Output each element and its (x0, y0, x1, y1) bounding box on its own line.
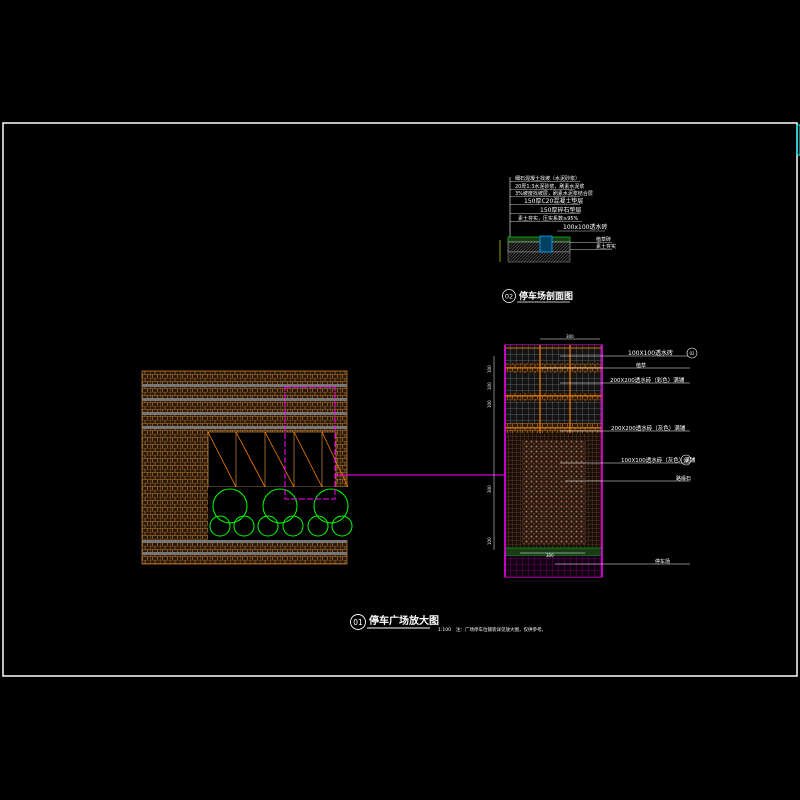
main-title-num: 01 (353, 618, 363, 627)
enlarged-plan: 300 300 100 100 100 300 100 100X100透水砖 0… (487, 334, 698, 578)
site-plan (141, 370, 505, 565)
side-label-1: 植草砖 (596, 236, 611, 243)
callout-1: 植草 (636, 362, 646, 369)
callout-2: 200X200透水砖（彩色）满铺 (610, 376, 685, 384)
zone-gray-1 (505, 373, 602, 393)
shrub (282, 515, 304, 537)
main-title-block: 01 停车广场放大图 1:100 注：广场停车位铺装详见放大图，仅供参考。 (350, 614, 546, 633)
callout-4: 100X100透水砖（灰色）满铺 (621, 456, 696, 464)
zone-top-grid (505, 345, 602, 363)
section-curb (539, 235, 553, 253)
large-tree (262, 488, 298, 524)
paving-band (142, 540, 347, 543)
main-title: 停车广场放大图 (369, 614, 439, 627)
callout-5: 路缘石 (676, 475, 691, 482)
side-label-2: 素土夯实 (596, 243, 616, 250)
dim-left-labels: 100 100 100 300 100 (487, 365, 492, 545)
callout-bottom: 停车场 (655, 558, 670, 565)
callout-mid-badge (680, 454, 692, 466)
enlarge-boundary (284, 386, 336, 500)
dim-left-5: 100 (487, 537, 492, 545)
main-title-note: 注：广场停车位铺装详见放大图，仅供参考。 (456, 626, 546, 633)
zone-dots (522, 440, 586, 545)
shrub (307, 515, 329, 537)
dim-left-2: 100 (487, 382, 492, 390)
section-detail: 细石混凝土找坡（水泥砂浆） 20厚1:3水泥砂浆，刷素水泥浆 3%坡度找坡层，刷… (499, 175, 616, 303)
zone-gray-2 (505, 401, 602, 423)
paving-band (142, 426, 347, 429)
callouts: 100X100透水砖 02 植草 200X200透水砖（彩色）满铺 200X20… (540, 347, 698, 565)
tree-symbols (209, 488, 353, 537)
layer-label-4: 150厚C20混凝土垫层 (524, 197, 583, 205)
shrub (233, 515, 255, 537)
callout-mid-ref: 02 (683, 458, 689, 463)
zone-pave-2 (505, 393, 602, 401)
large-tree (313, 488, 349, 524)
dim-top: 300 (566, 334, 574, 339)
shrub (257, 515, 279, 537)
layer-label-3: 3%坡度找坡层，刷素水泥浆结合层 (515, 190, 593, 197)
layer-label-5: 150厚碎石垫层 (540, 206, 581, 214)
section-soil-layer (507, 251, 571, 263)
dim-bottom: 300 (546, 553, 554, 558)
layer-label-6: 素土夯实，压实系数≥95% (518, 215, 579, 222)
zone-bottom-grid (505, 556, 602, 577)
section-base-layer (507, 241, 571, 253)
shrub (331, 515, 353, 537)
main-title-badge (350, 614, 366, 630)
parking-area (207, 431, 337, 488)
dim-left-1: 100 (487, 365, 492, 373)
layer-label-2: 20厚1:3水泥砂浆，刷素水泥浆 (515, 183, 584, 190)
section-title: 停车场剖面图 (519, 290, 573, 302)
callout-top-badge (686, 347, 698, 359)
main-title-scale: 1:100 (438, 627, 451, 633)
dim-left-4: 300 (487, 485, 492, 493)
edge-label: 100x100透水砖 (563, 223, 607, 231)
planting-strip (208, 487, 348, 540)
paving-band (142, 398, 347, 401)
paving-band (142, 552, 347, 555)
sheet-corner-mark (796, 124, 800, 156)
dim-left-3: 100 (487, 400, 492, 408)
section-title-num: 02 (505, 293, 513, 301)
paving-band (142, 384, 347, 387)
section-title-badge (502, 289, 516, 303)
sheet-border (2, 122, 798, 677)
callout-top-ref: 02 (689, 351, 695, 356)
callout-top: 100X100透水砖 (628, 349, 673, 357)
paving-band (142, 412, 347, 415)
layer-label-1: 细石混凝土找坡（水泥砂浆） (515, 175, 580, 182)
section-layer-labels: 细石混凝土找坡（水泥砂浆） 20厚1:3水泥砂浆，刷素水泥浆 3%坡度找坡层，刷… (510, 175, 593, 222)
section-top-layer (507, 236, 571, 243)
callout-3: 200X200透水砖（灰色）满铺 (611, 424, 686, 432)
shrub (209, 515, 231, 537)
